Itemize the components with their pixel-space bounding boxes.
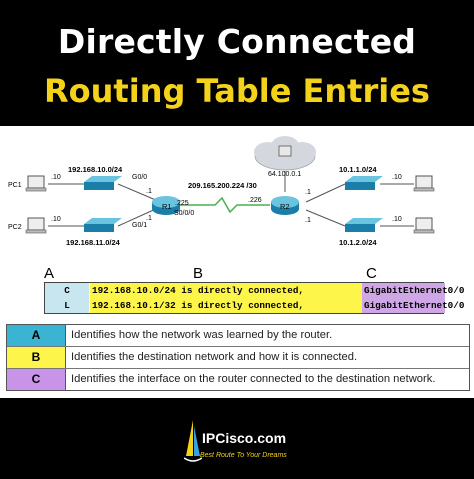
router-r1-icon [152, 196, 180, 215]
route-destination: 192.168.10.1/32 is directly connected, [90, 298, 362, 313]
switch-top-right-icon [345, 176, 383, 190]
r2-label: R2 [280, 202, 290, 211]
host-top-right-icon [413, 175, 435, 192]
legend-key: B [7, 347, 66, 368]
table-row: C 192.168.10.0/24 is directly connected,… [45, 283, 465, 298]
cloud-ip: 64.100.0.1 [268, 171, 301, 178]
diagram-area [0, 126, 474, 398]
pc2-ip: .10 [51, 216, 61, 223]
column-header-b: B [193, 265, 204, 282]
legend-key: A [7, 325, 66, 346]
wan-net: 209.165.200.224 /30 [188, 181, 257, 190]
router-r2-icon [271, 196, 299, 215]
brand-tagline: Best Route To Your Dreams [200, 452, 287, 459]
header: Directly Connected Routing Table Entries [0, 0, 474, 126]
pc1-icon [25, 175, 47, 192]
sailboat-logo-icon [184, 420, 202, 462]
r2-dot-top: .1 [305, 189, 311, 196]
title-line2: Routing Table Entries [44, 72, 430, 110]
network-topology: PC1 PC2 .10 .10 192.168.10.0/24 192.168.… [8, 136, 435, 247]
r1-dot-top: .1 [146, 188, 152, 195]
net-bottom-left: 192.168.11.0/24 [66, 238, 121, 247]
legend-row-b: B Identifies the destination network and… [7, 347, 469, 369]
legend-text: Identifies the destination network and h… [71, 351, 358, 363]
net-top-left: 192.168.10.0/24 [68, 165, 123, 174]
host-tr-ip: .10 [392, 174, 402, 181]
r2-dot-bottom: .1 [305, 217, 311, 224]
route-code: C [45, 283, 89, 298]
pc1-label: PC1 [8, 182, 22, 189]
internet-cloud [254, 136, 316, 171]
r1-if-bottom: G0/1 [132, 222, 147, 229]
route-interface: GigabitEthernet0/0 [362, 283, 465, 298]
r1-serial-ip: .225 [175, 200, 189, 207]
r1-label: R1 [162, 202, 172, 211]
legend-row-a: A Identifies how the network was learned… [7, 325, 469, 347]
column-header-c: C [366, 265, 377, 282]
legend-table: A Identifies how the network was learned… [6, 324, 470, 391]
r2-serial-ip: .226 [248, 197, 262, 204]
net-bottom-right: 10.1.2.0/24 [339, 238, 377, 247]
switch-bottom-left-icon [84, 218, 122, 232]
legend-key: C [7, 369, 66, 390]
brand-name[interactable]: IPCisco.com [202, 430, 287, 446]
host-br-ip: .10 [392, 216, 402, 223]
switch-bottom-right-icon [345, 218, 383, 232]
net-top-right: 10.1.1.0/24 [339, 165, 377, 174]
routing-table: C 192.168.10.0/24 is directly connected,… [44, 282, 465, 314]
footer [0, 398, 474, 479]
pc2-label: PC2 [8, 224, 22, 231]
switch-top-left-icon [84, 176, 122, 190]
route-interface: GigabitEthernet0/0 [362, 298, 465, 313]
pc1-ip: .10 [51, 174, 61, 181]
r1-serial-if: S0/0/0 [174, 210, 194, 217]
host-bottom-right-icon [413, 217, 435, 234]
legend-row-c: C Identifies the interface on the router… [7, 369, 469, 390]
r1-dot-bottom: .1 [146, 215, 152, 222]
title-line1: Directly Connected [57, 22, 417, 61]
column-header-a: A [44, 265, 55, 282]
pc2-icon [25, 217, 47, 234]
route-destination: 192.168.10.0/24 is directly connected, [90, 283, 362, 298]
table-row: L 192.168.10.1/32 is directly connected,… [45, 298, 465, 313]
r1-if-top: G0/0 [132, 174, 147, 181]
route-code: L [45, 298, 89, 313]
legend-text: Identifies the interface on the router c… [71, 373, 436, 385]
legend-text: Identifies how the network was learned b… [71, 329, 333, 341]
